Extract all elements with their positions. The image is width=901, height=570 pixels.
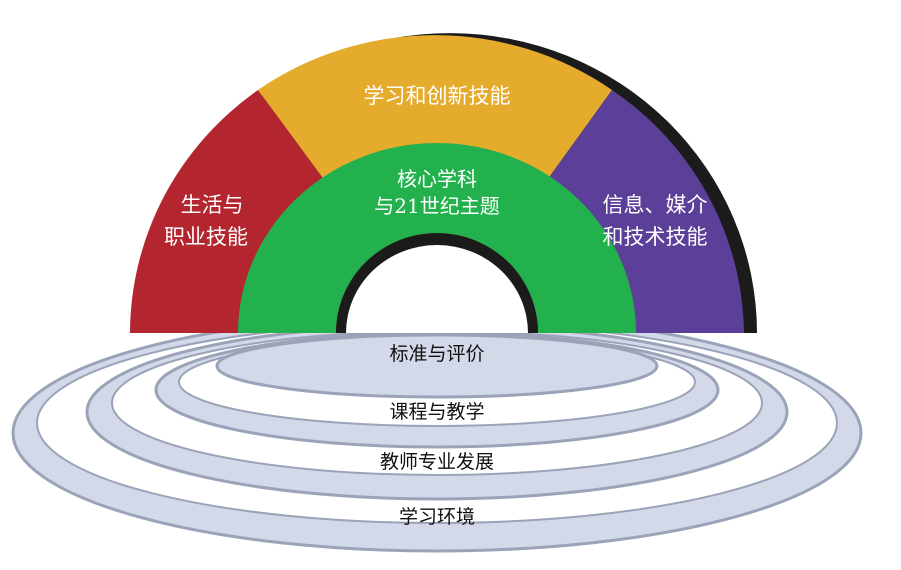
label-learning-innovation: 学习和创新技能 (364, 84, 511, 108)
arch-hole-rim (336, 233, 538, 333)
arch-hole (346, 245, 528, 333)
ring-label-curriculum: 课程与教学 (389, 401, 484, 423)
core-subjects-arch (238, 143, 636, 333)
ring-label-environment: 学习环境 (399, 506, 475, 528)
label-core-line2: 与21世纪主题 (374, 194, 499, 218)
label-core-line1: 核心学科 (397, 167, 477, 191)
ring-label-standards: 标准与评价 (389, 343, 484, 365)
label-life-career-line1: 生活与 (181, 193, 244, 217)
ring-label-teacher-dev: 教师专业发展 (380, 451, 494, 473)
label-life-career-line2: 职业技能 (164, 225, 248, 249)
ring-inner (215, 333, 659, 399)
label-info-media-line2: 和技术技能 (603, 225, 708, 249)
label-info-media-line1: 信息、媒介 (603, 193, 708, 217)
